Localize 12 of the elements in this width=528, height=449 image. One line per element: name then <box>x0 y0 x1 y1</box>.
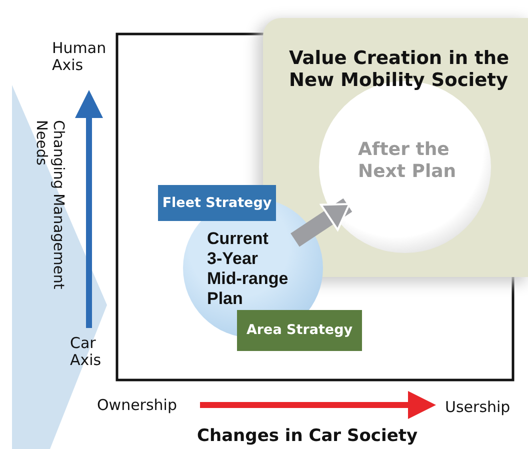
axis-title: Changes in Car Society <box>197 426 419 446</box>
axis-label: Human Axis <box>52 40 108 74</box>
arrow <box>290 198 352 247</box>
strategy-tag: Area Strategy <box>237 310 362 351</box>
axis-label: Car Axis <box>70 335 102 369</box>
strategy-tag: Fleet Strategy <box>158 185 276 221</box>
axis-label: Usership <box>445 398 512 416</box>
panel-heading: Value Creation in the New Mobility Society <box>289 48 510 92</box>
circle-label: Current 3-Year Mid-range Plan <box>207 229 290 309</box>
axis-label: Ownership <box>97 396 178 414</box>
circle-label: After the Next Plan <box>358 139 458 183</box>
axis-title: Changing Management Needs <box>32 120 66 292</box>
